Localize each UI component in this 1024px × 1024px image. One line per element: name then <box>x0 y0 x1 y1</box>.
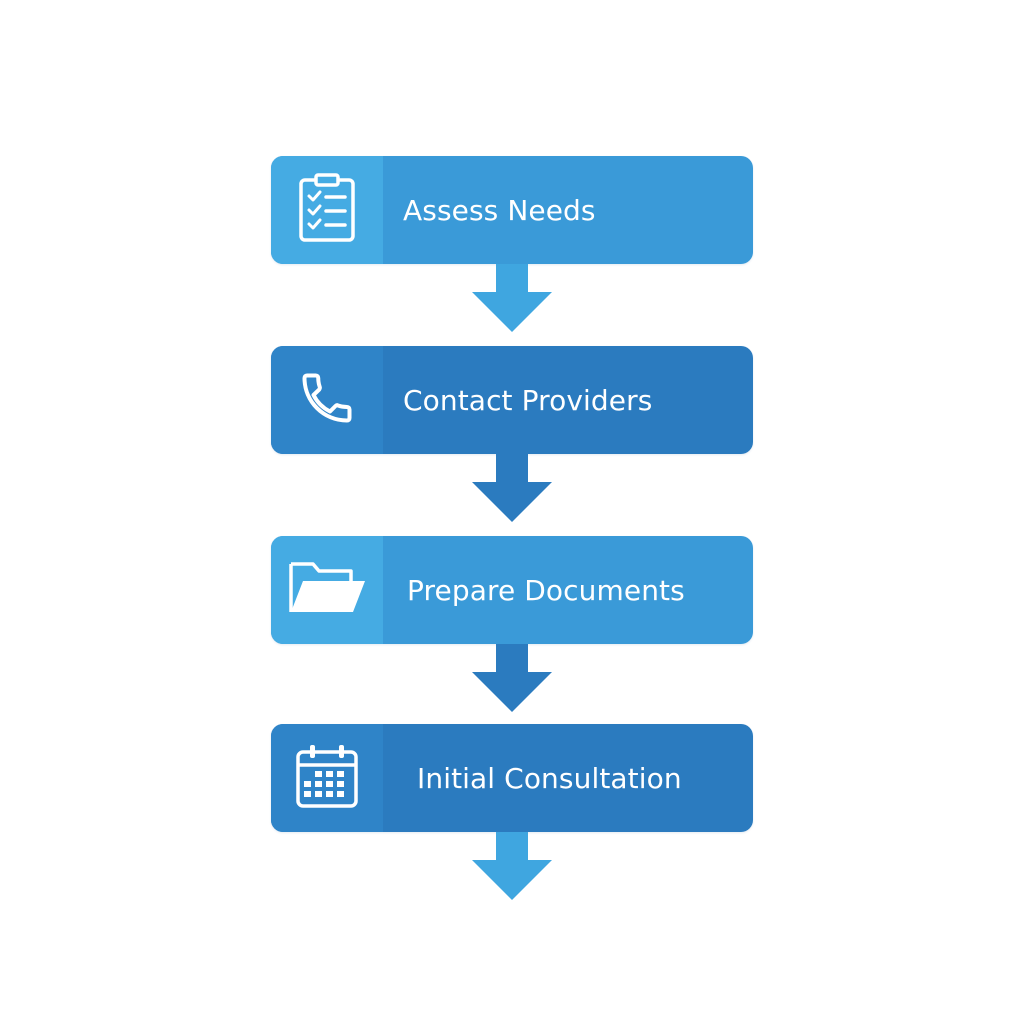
clipboard-checklist-icon <box>297 172 357 249</box>
step-label: Prepare Documents <box>407 573 685 607</box>
step-assess-needs: Assess Needs <box>271 156 753 264</box>
down-arrow-icon <box>472 644 552 712</box>
step-icon-cell <box>271 346 383 454</box>
step-label: Assess Needs <box>403 193 596 227</box>
down-arrow-icon <box>472 264 552 332</box>
step-icon-cell <box>271 156 383 264</box>
phone-icon <box>297 368 357 433</box>
step-icon-cell <box>271 724 383 832</box>
down-arrow-icon <box>472 832 552 900</box>
step-icon-cell <box>271 536 383 644</box>
folder-icon <box>287 556 367 625</box>
calendar-icon <box>295 743 359 814</box>
step-contact-providers: Contact Providers <box>271 346 753 454</box>
step-initial-consultation: Initial Consultation <box>271 724 753 832</box>
step-label: Initial Consultation <box>417 761 682 795</box>
step-label: Contact Providers <box>403 383 653 417</box>
step-prepare-documents: Prepare Documents <box>271 536 753 644</box>
down-arrow-icon <box>472 454 552 522</box>
